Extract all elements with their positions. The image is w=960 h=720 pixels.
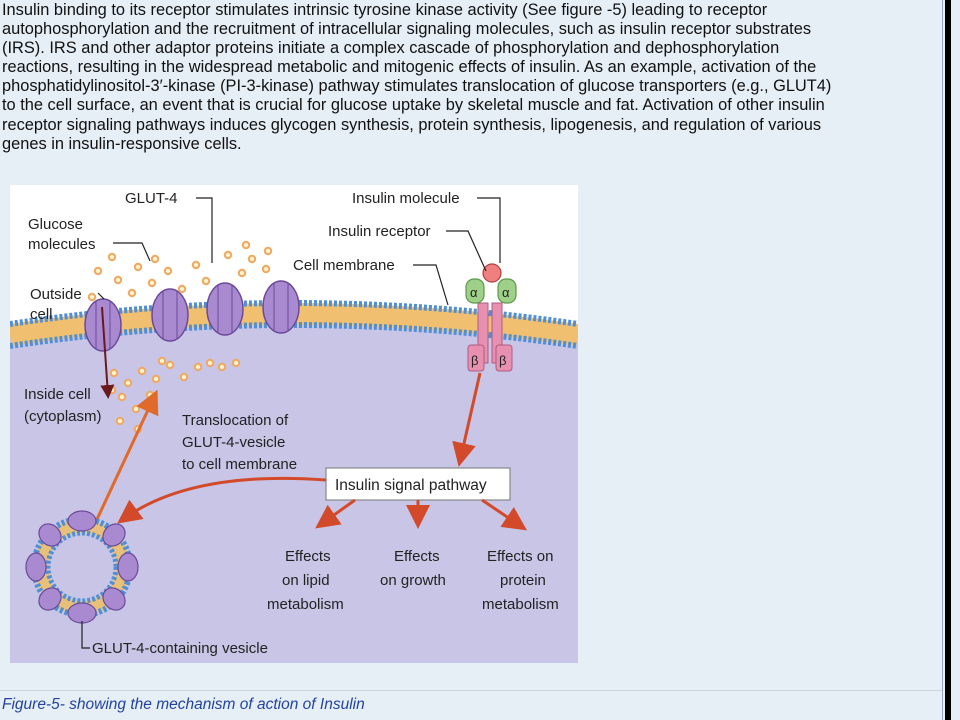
insulin-receptor-label: Insulin receptor: [328, 223, 431, 240]
paragraph-line: reactions, resulting in the widespread m…: [2, 58, 817, 77]
insulin-molecule: [482, 263, 502, 283]
glut4-transporter: [206, 282, 244, 336]
lipid-effects-label: metabolism: [267, 596, 344, 613]
paragraph-line: phosphatidylinositol-3′-kinase (PI-3-kin…: [2, 77, 832, 96]
pathway-to-vesicle-arrow: [117, 476, 327, 524]
beta-subunit-label: β: [471, 353, 478, 368]
translocation-label: to cell membrane: [182, 456, 297, 473]
glut4-vesicle: [25, 510, 139, 624]
glucose-molecules-outside: [87, 240, 273, 302]
glut4-transporter: [151, 288, 189, 342]
glut4-transporter: [262, 280, 300, 334]
alpha-subunit-label: α: [502, 285, 510, 300]
insulin-molecule-label: Insulin molecule: [352, 190, 460, 207]
receptor-to-pathway-arrow: [452, 372, 482, 467]
translocation-label: GLUT-4-vesicle: [182, 434, 285, 451]
insulin-signal-pathway-box: Insulin signal pathway: [325, 467, 511, 501]
body-paragraph: Insulin binding to its receptor stimulat…: [2, 1, 937, 154]
growth-effects-label: Effects: [394, 548, 440, 565]
paragraph-line: genes in insulin-responsive cells.: [2, 134, 242, 153]
outside-cell-label: cell: [30, 306, 53, 323]
lipid-effects-label: Effects: [285, 548, 331, 565]
insulin-mechanism-figure: α α β β Insulin signal pathway: [8, 185, 580, 663]
paragraph-line: to the cell surface, an event that is cr…: [2, 96, 825, 115]
effect-arrow-lipid: [315, 498, 356, 529]
vesicle-label: GLUT-4-containing vesicle: [92, 640, 268, 657]
paragraph-line: receptor signaling pathways induces glyc…: [2, 115, 822, 134]
alpha-subunit-label: α: [470, 285, 478, 300]
caption-divider: [0, 690, 943, 691]
glucose-label: molecules: [28, 236, 96, 253]
right-border-line: [942, 0, 943, 720]
vesicle-to-membrane-arrow: [90, 389, 159, 531]
translocation-label: Translocation of: [182, 412, 289, 429]
pathway-label: Insulin signal pathway: [335, 477, 487, 494]
paragraph-line: (IRS). IRS and other adaptor proteins in…: [2, 39, 780, 58]
glucose-entry-arrow: [100, 306, 115, 399]
glut4-label: GLUT-4: [125, 190, 178, 207]
protein-effects-label: Effects on: [487, 548, 553, 565]
cell-membrane-label: Cell membrane: [293, 257, 395, 274]
insulin-receptor: α α β β: [465, 278, 517, 372]
glucose-label: Glucose: [28, 216, 83, 233]
paragraph-line: autophosphorylation and the recruitment …: [2, 20, 812, 39]
inside-cell-label: (cytoplasm): [24, 408, 102, 425]
paragraph-line: Insulin binding to its receptor stimulat…: [2, 1, 768, 19]
figure-caption: Figure-5- showing the mechanism of actio…: [2, 696, 365, 713]
effect-arrow-protein: [481, 498, 527, 531]
protein-effects-label: metabolism: [482, 596, 559, 613]
beta-subunit-label: β: [499, 353, 506, 368]
inside-cell-label: Inside cell: [24, 386, 91, 403]
protein-effects-label: protein: [500, 572, 546, 589]
right-border: [945, 0, 951, 720]
outside-cell-label: Outside: [30, 286, 82, 303]
growth-effects-label: on growth: [380, 572, 446, 589]
lipid-effects-label: on lipid: [282, 572, 330, 589]
